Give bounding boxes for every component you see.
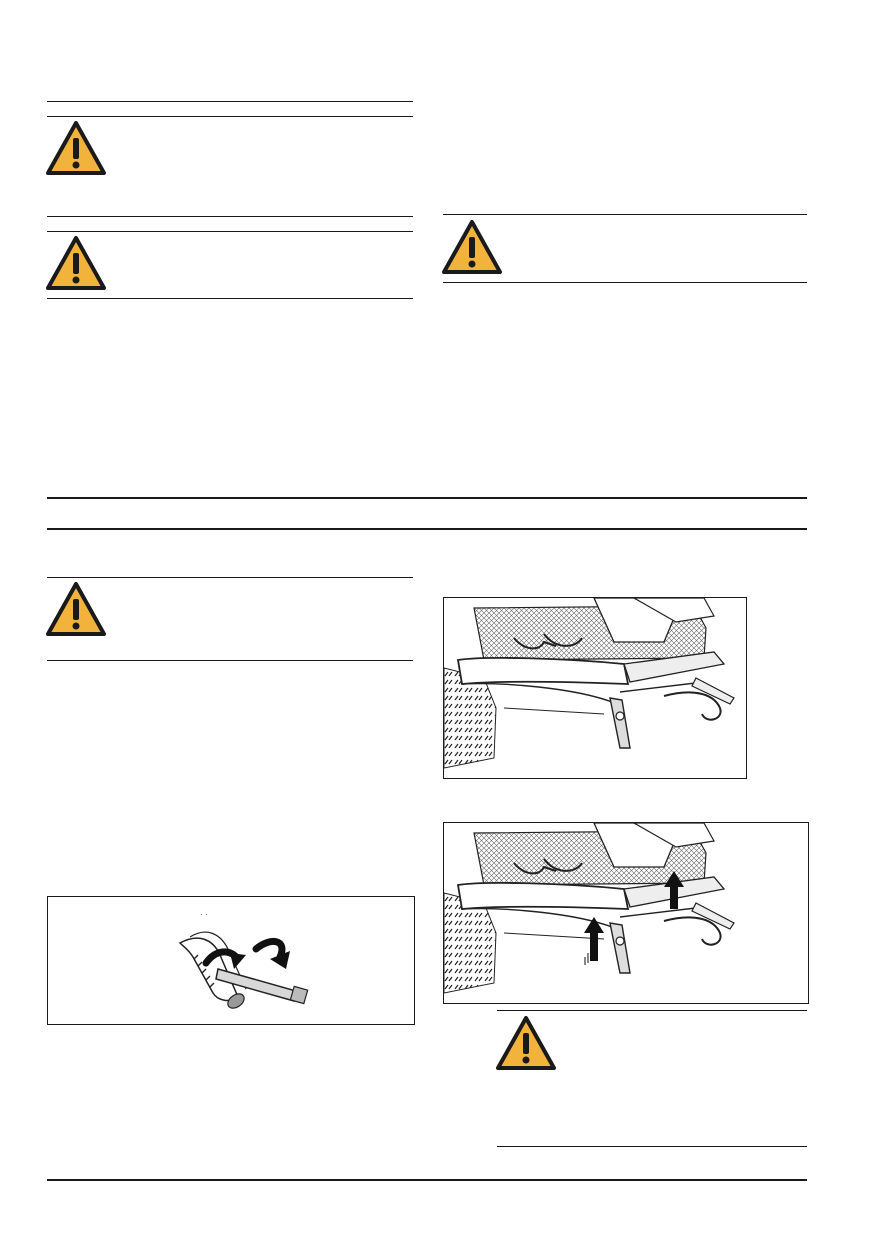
section-rule bbox=[497, 1146, 807, 1147]
section-rule bbox=[47, 116, 413, 117]
warning-triangle-icon bbox=[45, 581, 107, 637]
section-rule bbox=[443, 282, 807, 283]
warning-triangle-icon bbox=[441, 219, 503, 275]
warning-triangle-icon bbox=[45, 235, 107, 291]
section-rule bbox=[47, 216, 413, 217]
section-rule bbox=[47, 231, 413, 232]
svg-text:· ·: · · bbox=[200, 910, 208, 919]
section-header-rule bbox=[47, 497, 807, 499]
section-header-rule bbox=[47, 528, 807, 530]
warning-triangle-icon bbox=[45, 120, 107, 176]
section-rule bbox=[47, 577, 413, 578]
section-rule bbox=[47, 101, 413, 102]
warning-triangle-icon bbox=[495, 1015, 557, 1071]
section-rule bbox=[497, 1010, 807, 1011]
section-rule bbox=[47, 660, 413, 661]
section-rule bbox=[443, 214, 807, 215]
mower-figure-2 bbox=[443, 822, 809, 1004]
arrow-up-icon bbox=[664, 871, 684, 909]
mower-figure-1 bbox=[443, 597, 747, 779]
section-rule bbox=[47, 298, 413, 299]
footer-rule bbox=[47, 1179, 807, 1181]
lever-figure: · · bbox=[47, 896, 415, 1025]
arrow-up-icon bbox=[584, 917, 604, 965]
